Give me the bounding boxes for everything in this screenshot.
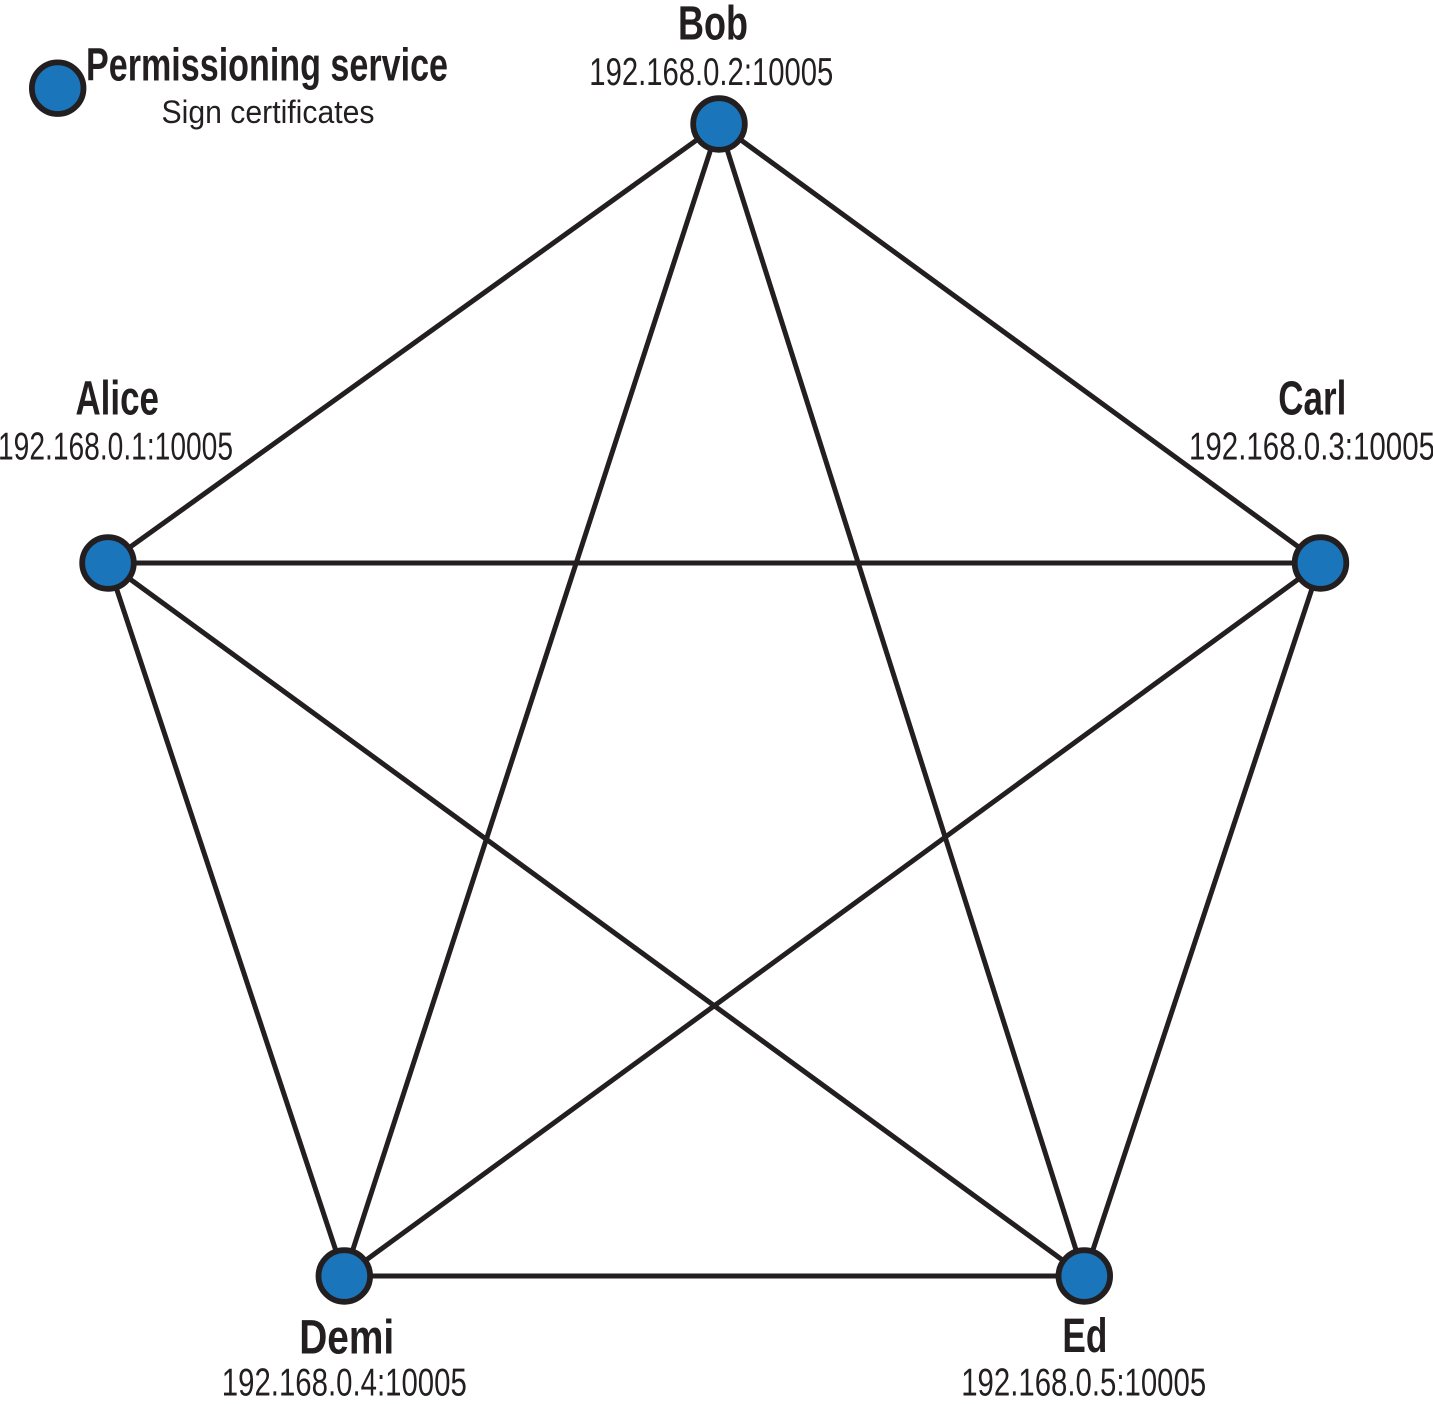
svg-text:Demi: Demi — [299, 1312, 394, 1365]
svg-text:192.168.0.1:10005: 192.168.0.1:10005 — [0, 426, 233, 469]
svg-text:Ed: Ed — [1062, 1310, 1107, 1363]
svg-text:192.168.0.4:10005: 192.168.0.4:10005 — [222, 1362, 467, 1404]
svg-text:Sign certificates: Sign certificates — [162, 94, 375, 130]
svg-text:Carl: Carl — [1278, 373, 1346, 426]
svg-text:Bob: Bob — [678, 0, 748, 51]
svg-text:Permissioning service: Permissioning service — [86, 39, 448, 91]
svg-text:192.168.0.3:10005: 192.168.0.3:10005 — [1189, 426, 1433, 469]
svg-text:Alice: Alice — [75, 373, 159, 426]
svg-text:192.168.0.2:10005: 192.168.0.2:10005 — [589, 51, 833, 94]
svg-text:192.168.0.5:10005: 192.168.0.5:10005 — [961, 1362, 1206, 1404]
